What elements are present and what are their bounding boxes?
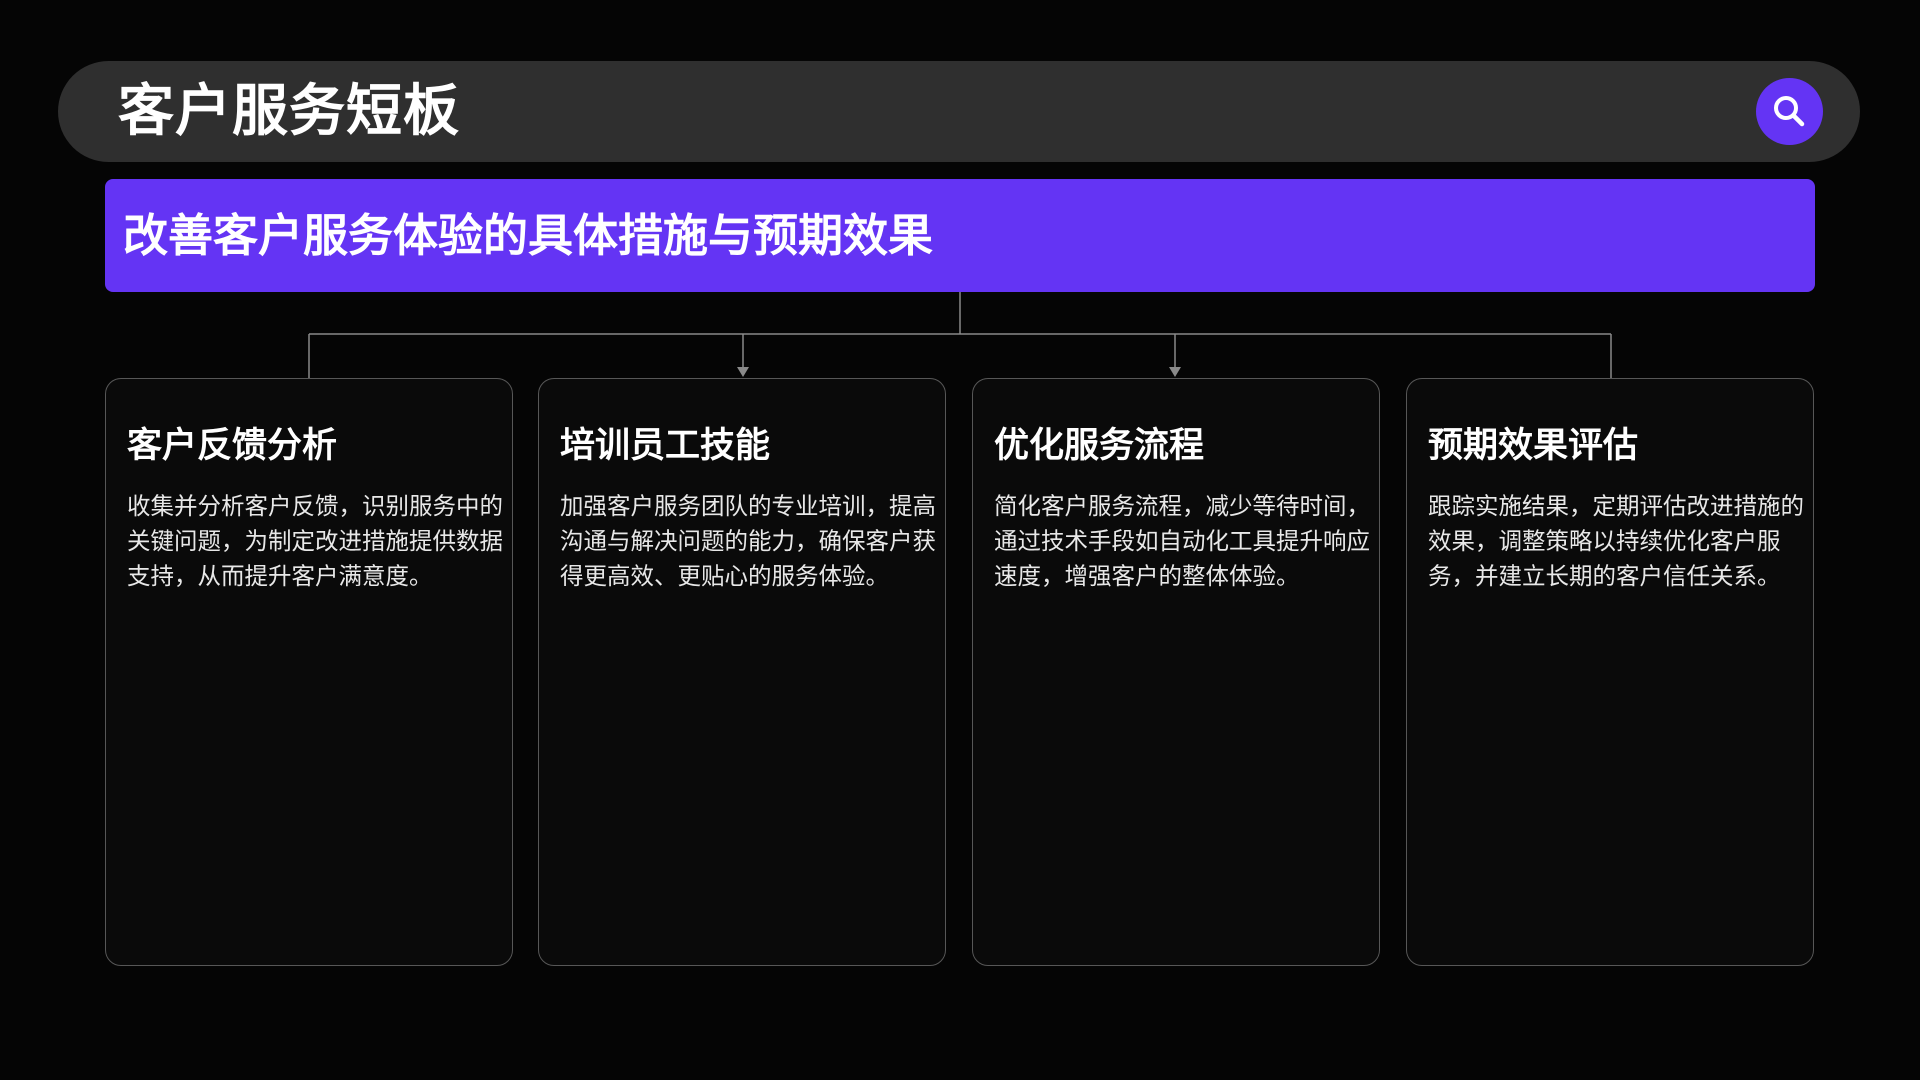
card-title: 优化服务流程 [994, 426, 1205, 466]
card-feedback-analysis: 客户反馈分析 收集并分析客户反馈，识别服务中的关键问题，为制定改进措施提供数据支… [105, 378, 513, 966]
subtitle-text: 改善客户服务体验的具体措施与预期效果 [123, 209, 934, 262]
arrowhead-3 [1169, 367, 1181, 377]
card-body: 收集并分析客户反馈，识别服务中的关键问题，为制定改进措施提供数据支持，从而提升客… [127, 492, 503, 590]
card-body: 加强客户服务团队的专业培训，提高沟通与解决问题的能力，确保客户获得更高效、更贴心… [560, 492, 936, 590]
card-title: 预期效果评估 [1428, 426, 1639, 466]
header-bar: 客户服务短板 [58, 61, 1860, 162]
card-title: 客户反馈分析 [127, 426, 338, 466]
card-staff-training: 培训员工技能 加强客户服务团队的专业培训，提高沟通与解决问题的能力，确保客户获得… [538, 378, 946, 966]
arrowhead-2 [737, 367, 749, 377]
card-effect-evaluation: 预期效果评估 跟踪实施结果，定期评估改进措施的效果，调整策略以持续优化客户服务，… [1406, 378, 1814, 966]
subtitle-banner: 改善客户服务体验的具体措施与预期效果 [105, 179, 1815, 292]
card-body: 简化客户服务流程，减少等待时间，通过技术手段如自动化工具提升响应速度，增强客户的… [994, 492, 1370, 590]
search-button[interactable] [1756, 78, 1823, 145]
card-title: 培训员工技能 [560, 426, 771, 466]
card-body: 跟踪实施结果，定期评估改进措施的效果，调整策略以持续优化客户服务，并建立长期的客… [1428, 492, 1804, 590]
page-title: 客户服务短板 [118, 79, 460, 144]
search-icon [1774, 96, 1805, 127]
card-process-optimization: 优化服务流程 简化客户服务流程，减少等待时间，通过技术手段如自动化工具提升响应速… [972, 378, 1380, 966]
